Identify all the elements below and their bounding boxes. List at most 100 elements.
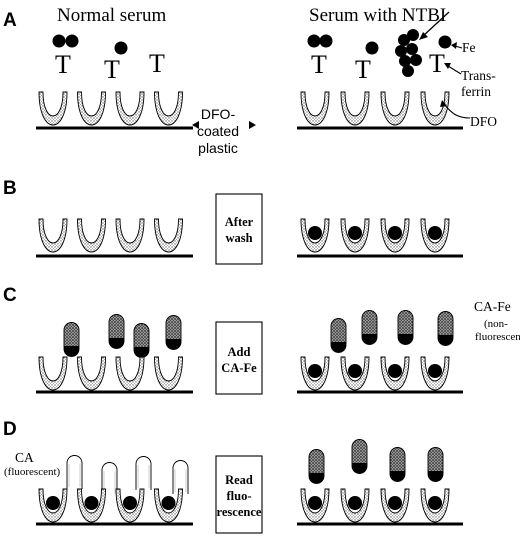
dfo-well xyxy=(154,91,183,126)
ca-fe-capsules-right xyxy=(330,310,454,353)
ca-fe-capsule xyxy=(108,314,125,349)
header-serum-with-ntbi: Serum with NTBI xyxy=(309,5,446,26)
label-dfo-coated-2: coated xyxy=(197,123,239,139)
dfo-well xyxy=(340,91,370,126)
label-dfo-coated-3: plastic xyxy=(198,140,238,156)
panel-a-normal-serum: T T T xyxy=(36,34,193,130)
panel-b: After wash xyxy=(36,193,463,265)
transferrin-glyph: T xyxy=(55,50,71,79)
ca-capsule xyxy=(172,460,189,494)
dfo-well xyxy=(115,356,145,391)
panel-letter-b: B xyxy=(3,178,17,199)
dfo-well xyxy=(380,91,410,126)
label-fe: Fe xyxy=(462,40,476,55)
transferrin-loaded: T xyxy=(307,34,333,79)
fe-bound xyxy=(123,496,137,510)
ca-fe-capsule xyxy=(165,315,182,350)
fe-bound xyxy=(348,496,362,510)
dfo-well xyxy=(115,218,145,253)
dfo-well xyxy=(300,488,330,523)
dfo-well xyxy=(340,218,370,253)
ca-fe-capsule xyxy=(308,449,325,484)
fe-bound xyxy=(388,226,402,240)
panel-letter-a: A xyxy=(3,10,17,31)
label-transferrin-line1: Trans- xyxy=(461,68,496,83)
dfo-well xyxy=(77,356,106,391)
dfo-well xyxy=(420,488,450,523)
ca-capsule xyxy=(135,456,152,490)
panel-letter-d: D xyxy=(3,419,17,440)
dfo-well xyxy=(38,91,68,126)
ca-capsules-left xyxy=(66,455,189,496)
ca-fe-capsule xyxy=(389,447,406,482)
panel-c: Add CA-Fe CA-Fe (non- fluorescent) xyxy=(36,299,520,395)
step-box-add-ca-fe xyxy=(215,321,263,395)
label-dfo: DFO xyxy=(470,114,497,129)
step-label: fluo- xyxy=(227,489,252,503)
ca-fe-capsule xyxy=(133,323,150,358)
dfo-well xyxy=(77,91,106,126)
ca-fe-capsule xyxy=(351,439,368,474)
ca-fe-capsule xyxy=(437,311,454,346)
fe-bound xyxy=(308,496,322,510)
dfo-well xyxy=(38,218,68,253)
fe-bound xyxy=(348,364,362,378)
dfo-well xyxy=(154,488,183,523)
label-ca-fe: CA-Fe xyxy=(474,299,511,314)
transferrin-single-fe: T xyxy=(104,41,128,84)
dfo-well xyxy=(115,488,145,523)
fe-bound xyxy=(46,496,60,510)
ca-fe-capsule xyxy=(63,322,80,357)
dfo-well xyxy=(420,91,450,126)
fe-bound xyxy=(388,496,402,510)
panel-letter-c: C xyxy=(3,285,17,306)
dfo-well xyxy=(38,356,68,391)
dfo-well xyxy=(380,356,410,391)
fe-bound xyxy=(428,226,442,240)
dfo-well-row xyxy=(300,91,450,126)
transferrin-glyph: T xyxy=(429,49,445,78)
dfo-well xyxy=(380,218,410,253)
ca-fe-capsule xyxy=(361,310,378,345)
fe-bound xyxy=(428,364,442,378)
transferrin-loaded: T xyxy=(52,34,79,79)
fe-bound xyxy=(348,226,362,240)
ca-fe-capsule xyxy=(427,447,444,482)
label-ca-note: (fluorescent) xyxy=(4,466,61,478)
dfo-well xyxy=(420,218,450,253)
dfo-well xyxy=(300,356,330,391)
dfo-well xyxy=(380,488,410,523)
transferrin-empty: T xyxy=(149,49,165,78)
step-label: CA-Fe xyxy=(221,361,257,375)
header-normal-serum: Normal serum xyxy=(57,5,166,26)
step-label: Add xyxy=(228,345,251,359)
ntbi-cluster xyxy=(395,29,422,77)
dfo-well xyxy=(340,356,370,391)
transferrin-single-fe: T xyxy=(429,35,452,78)
label-dfo-coated-1: DFO- xyxy=(201,106,236,122)
dfo-well xyxy=(340,488,370,523)
step-box-read-fluorescence xyxy=(215,455,263,534)
transferrin-glyph: T xyxy=(311,50,327,79)
ca-fe-capsule xyxy=(330,318,347,353)
dfo-well-row-fe xyxy=(300,488,450,523)
transferrin-glyph: T xyxy=(149,49,165,78)
panel-d: CA (fluorescent) Read fluo- rescence xyxy=(4,439,463,534)
label-transferrin-line2: ferrin xyxy=(461,84,491,99)
ca-fe-capsules-left xyxy=(63,314,182,358)
panel-a-ntbi-serum: T T T xyxy=(297,29,463,130)
dfo-well-row-fe xyxy=(300,356,450,391)
step-label: rescence xyxy=(217,505,262,519)
fe-bound xyxy=(84,496,99,510)
dfo-well-row-fe xyxy=(38,488,183,523)
dfo-well xyxy=(300,91,330,126)
fe-bound xyxy=(388,364,402,378)
dfo-well xyxy=(38,488,68,523)
dfo-well xyxy=(420,356,450,391)
dfo-well xyxy=(77,488,106,523)
dfo-well-row xyxy=(38,356,183,391)
transferrin-single-fe: T xyxy=(355,41,379,84)
dfo-well-row-fe xyxy=(300,218,450,253)
dfo-well xyxy=(154,218,183,253)
